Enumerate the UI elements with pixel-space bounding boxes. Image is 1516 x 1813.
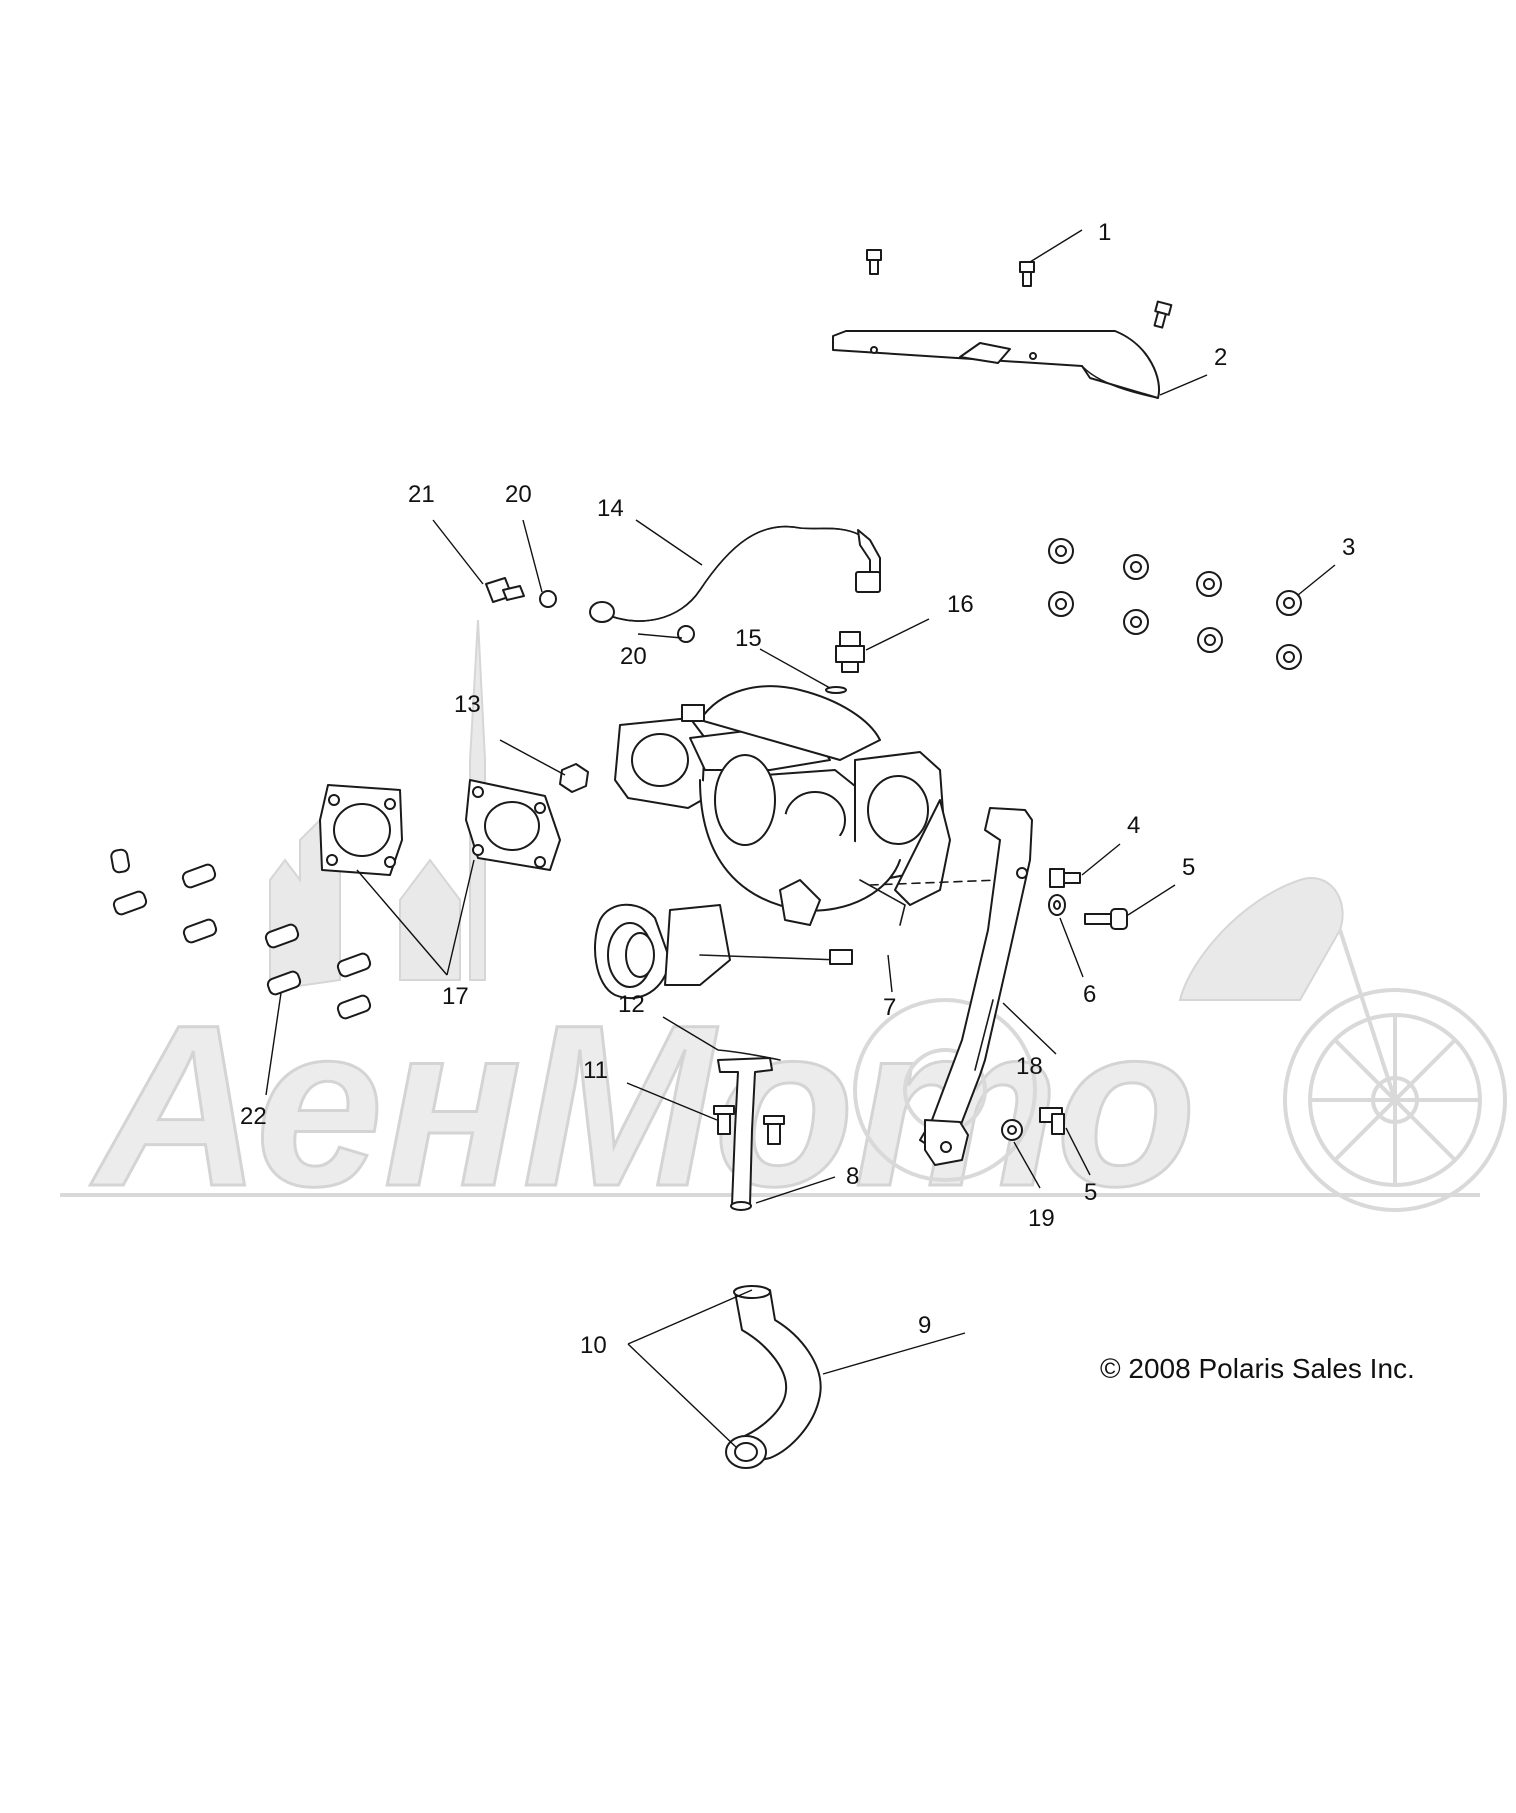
top-bolts <box>866 249 1173 329</box>
callout-17: 17 <box>442 983 469 1010</box>
callout-1: 1 <box>1098 219 1111 246</box>
nuts <box>1048 538 1302 670</box>
bracket-bolt-upper <box>1049 868 1081 888</box>
oil-fitting <box>835 631 865 673</box>
callout-15: 15 <box>735 625 762 652</box>
callout-7: 7 <box>883 994 896 1021</box>
leader-lines <box>265 229 1336 1449</box>
watermark: АенМото <box>60 619 1507 1236</box>
heat-shield <box>832 330 1160 399</box>
bracket-bolt-5a <box>1084 908 1128 930</box>
studs <box>110 848 372 1020</box>
drain-hose <box>725 1285 822 1469</box>
callout-9: 9 <box>918 1312 931 1339</box>
callout-13: 13 <box>454 691 481 718</box>
callout-11: 11 <box>583 1057 608 1084</box>
callout-8: 8 <box>846 1163 859 1190</box>
callout-20b: 20 <box>620 643 647 670</box>
oil-drain-tube <box>717 1057 773 1211</box>
copyright-notice: © 2008 Polaris Sales Inc. <box>1100 1353 1415 1384</box>
oil-line-washers <box>539 590 695 643</box>
bracket-washer-6 <box>1048 894 1066 916</box>
small-nut <box>559 763 589 793</box>
support-bracket <box>919 807 1033 1166</box>
exhaust-gaskets <box>319 779 561 876</box>
callout-10: 10 <box>580 1332 607 1359</box>
callout-6: 6 <box>1083 981 1096 1008</box>
turbocharger <box>594 685 1001 1000</box>
bracket-washer-19 <box>1001 1119 1023 1141</box>
o-ring <box>825 686 847 694</box>
callout-21: 21 <box>408 481 435 508</box>
watermark-text: АенМото <box>90 977 1196 1234</box>
tube-bolts <box>713 1105 785 1145</box>
callout-3: 3 <box>1342 534 1355 561</box>
callout-5a: 5 <box>1182 854 1195 881</box>
callout-14: 14 <box>597 495 624 522</box>
oil-line <box>589 525 881 623</box>
watermark-motorcycle <box>853 877 1507 1212</box>
callout-22: 22 <box>240 1103 267 1130</box>
callout-20a: 20 <box>505 481 532 508</box>
callout-5b: 5 <box>1084 1179 1097 1206</box>
tube-gasket <box>717 1049 781 1061</box>
callouts: 1 2 3 4 5 5 6 7 8 9 10 11 12 13 14 15 16… <box>240 219 1355 1359</box>
callout-18: 18 <box>1016 1053 1043 1080</box>
callout-16: 16 <box>947 591 974 618</box>
callout-19: 19 <box>1028 1205 1055 1232</box>
callout-12: 12 <box>618 991 645 1018</box>
callout-2: 2 <box>1214 344 1227 371</box>
bracket-bolt-5b <box>1039 1107 1065 1135</box>
banjo-bolt <box>485 577 525 603</box>
callout-4: 4 <box>1127 812 1140 839</box>
